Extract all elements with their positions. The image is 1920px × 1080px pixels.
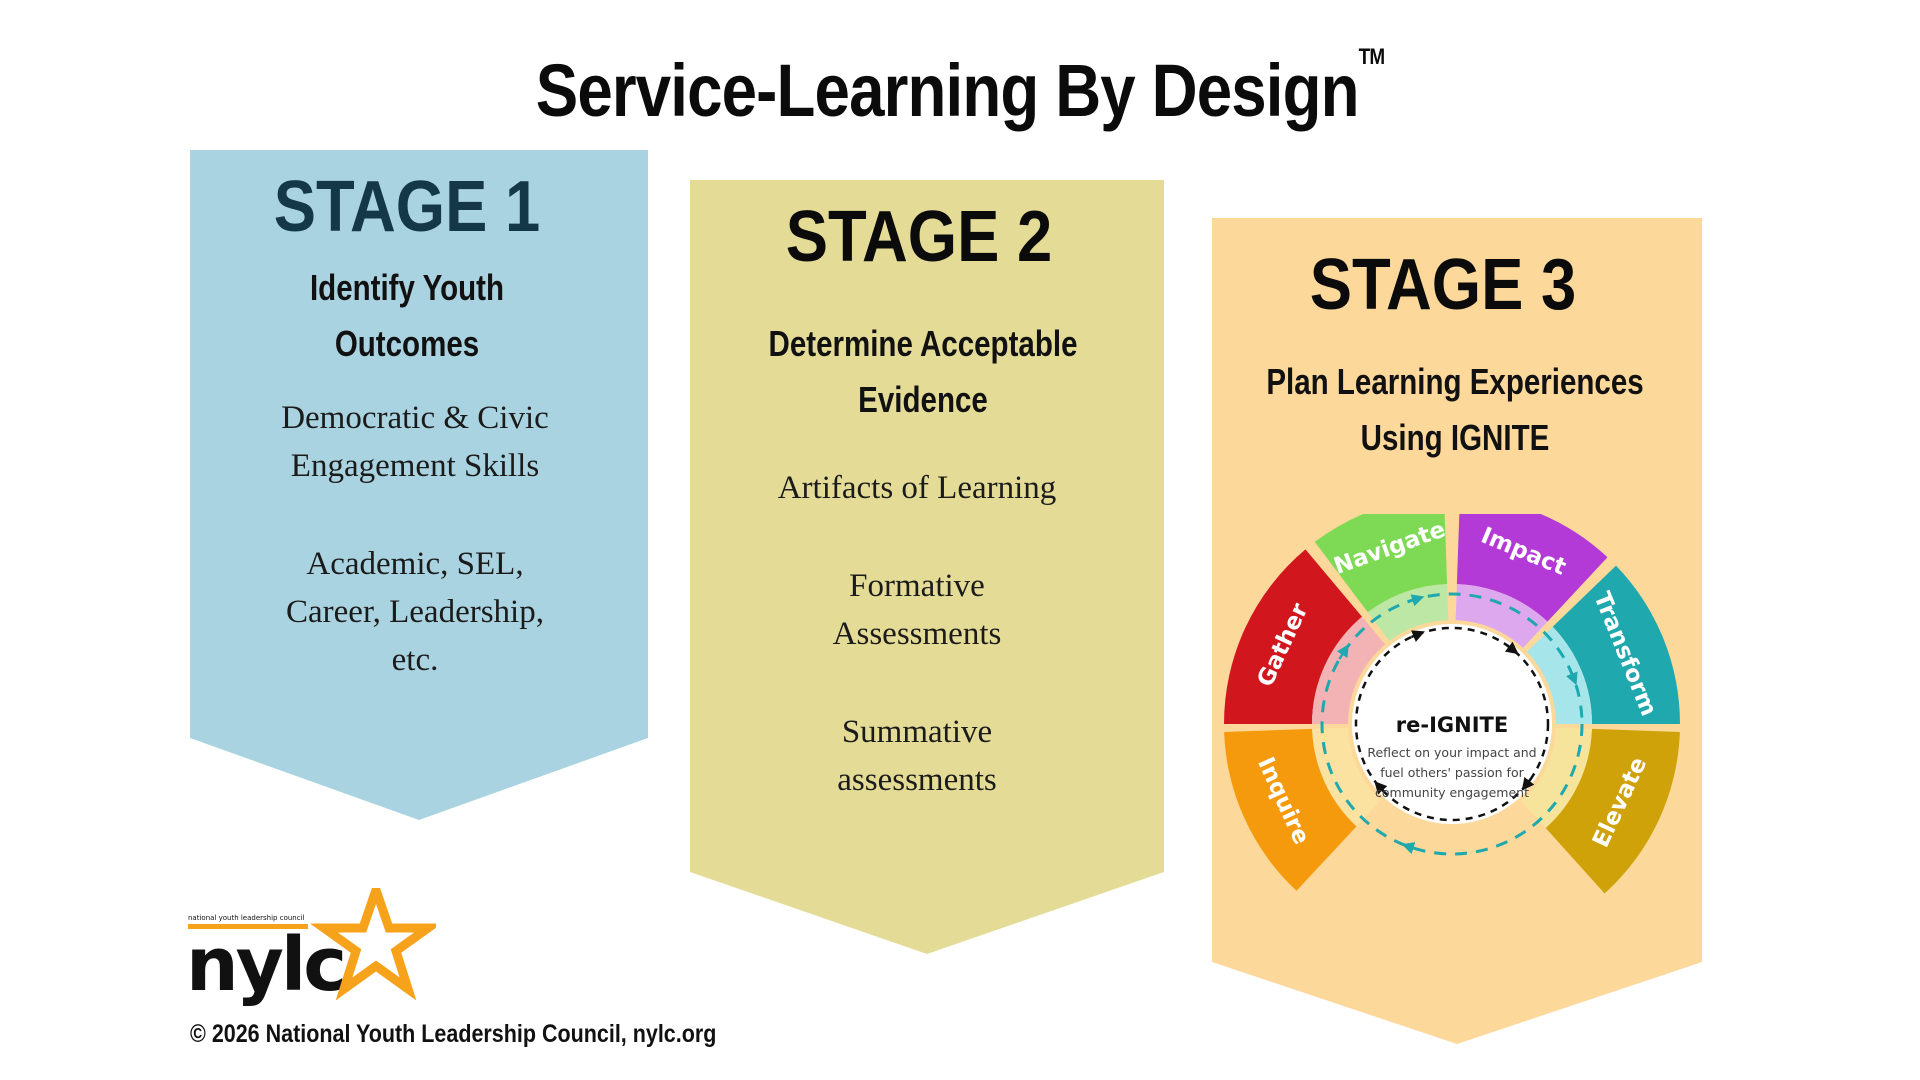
cycle-arrows [1336,594,1578,855]
stage-3-banner: STAGE 3 Plan Learning Experiences Using … [1212,218,1702,1044]
nylc-logo: national youth leadership council nylc [186,888,436,1008]
wheel-center-disc [1352,624,1552,824]
page-title: Service-Learning By DesignTM [535,44,1385,132]
black-arrow-4 [1374,781,1388,795]
stage-1-subtitle: Identify Youth Outcomes [309,267,505,364]
stage-2-banner: STAGE 2 Determine Acceptable Evidence Ar… [690,180,1164,954]
inner-band-impact [1455,584,1548,648]
inner-band-elevate [1521,727,1592,829]
teal-arrow-1 [1407,594,1425,607]
copyright-notice: © 2026 National Youth Leadership Council… [190,1020,717,1048]
inner-band-transform [1526,626,1592,724]
segment-elevate [1545,728,1680,894]
segment-inquire [1224,728,1357,891]
segment-transform [1552,565,1680,724]
black-cycle-path [1354,626,1550,822]
stage-1-item-academic: Academic, SEL, Career, Leadership, etc. [286,546,544,678]
black-arrow-2 [1504,641,1519,655]
teal-arrow-3 [1401,842,1419,855]
segment-navigate [1314,514,1448,613]
stage-1-banner: STAGE 1 Identify Youth Outcomes Democrat… [190,150,648,820]
inner-band-inquire [1312,727,1382,827]
logo-star-icon [310,888,436,1001]
stage-1-label: STAGE 1 [273,167,541,247]
black-arrow-1 [1410,630,1425,642]
black-arrow-3 [1521,776,1535,791]
stage-2-item-artifacts: Artifacts of Learning [777,470,1057,506]
logo-orange-bar [188,924,308,929]
inner-band-navigate [1367,584,1449,641]
reignite-desc-line2: fuel others' passion for [1380,765,1524,780]
trademark-symbol: TM [1358,44,1385,69]
stage-1-pennant [190,150,648,820]
stage-3-label: STAGE 3 [1309,245,1577,325]
stage-1-item-civic: Democratic & Civic Engagement Skills [281,400,549,484]
stage-2-item-summative: Summative assessments [837,714,997,798]
inner-band-gather [1312,616,1386,724]
stage-2-item-formative: Formative Assessments [832,568,1002,652]
reignite-title: re-IGNITE [1396,713,1508,737]
stage-2-subtitle: Determine Acceptable Evidence [768,323,1078,420]
reignite-desc-line1: Reflect on your impact and [1367,745,1536,760]
reignite-desc-line3: community engagement [1375,785,1529,800]
wheel-inner-ring [1312,584,1592,829]
wheel-segments [1224,514,1680,894]
stage-3-subtitle: Plan Learning Experiences Using IGNITE [1266,361,1644,458]
segment-impact [1456,514,1608,622]
logo-small-text: national youth leadership council [188,914,305,922]
stage-2-label: STAGE 2 [785,197,1053,277]
stage-2-pennant [690,180,1164,954]
teal-arrow-2 [1565,668,1578,686]
teal-arrow-4 [1336,644,1349,660]
logo-wordmark: nylc [186,922,344,1008]
segment-gather [1224,549,1363,724]
teal-cycle-path [1320,592,1584,856]
